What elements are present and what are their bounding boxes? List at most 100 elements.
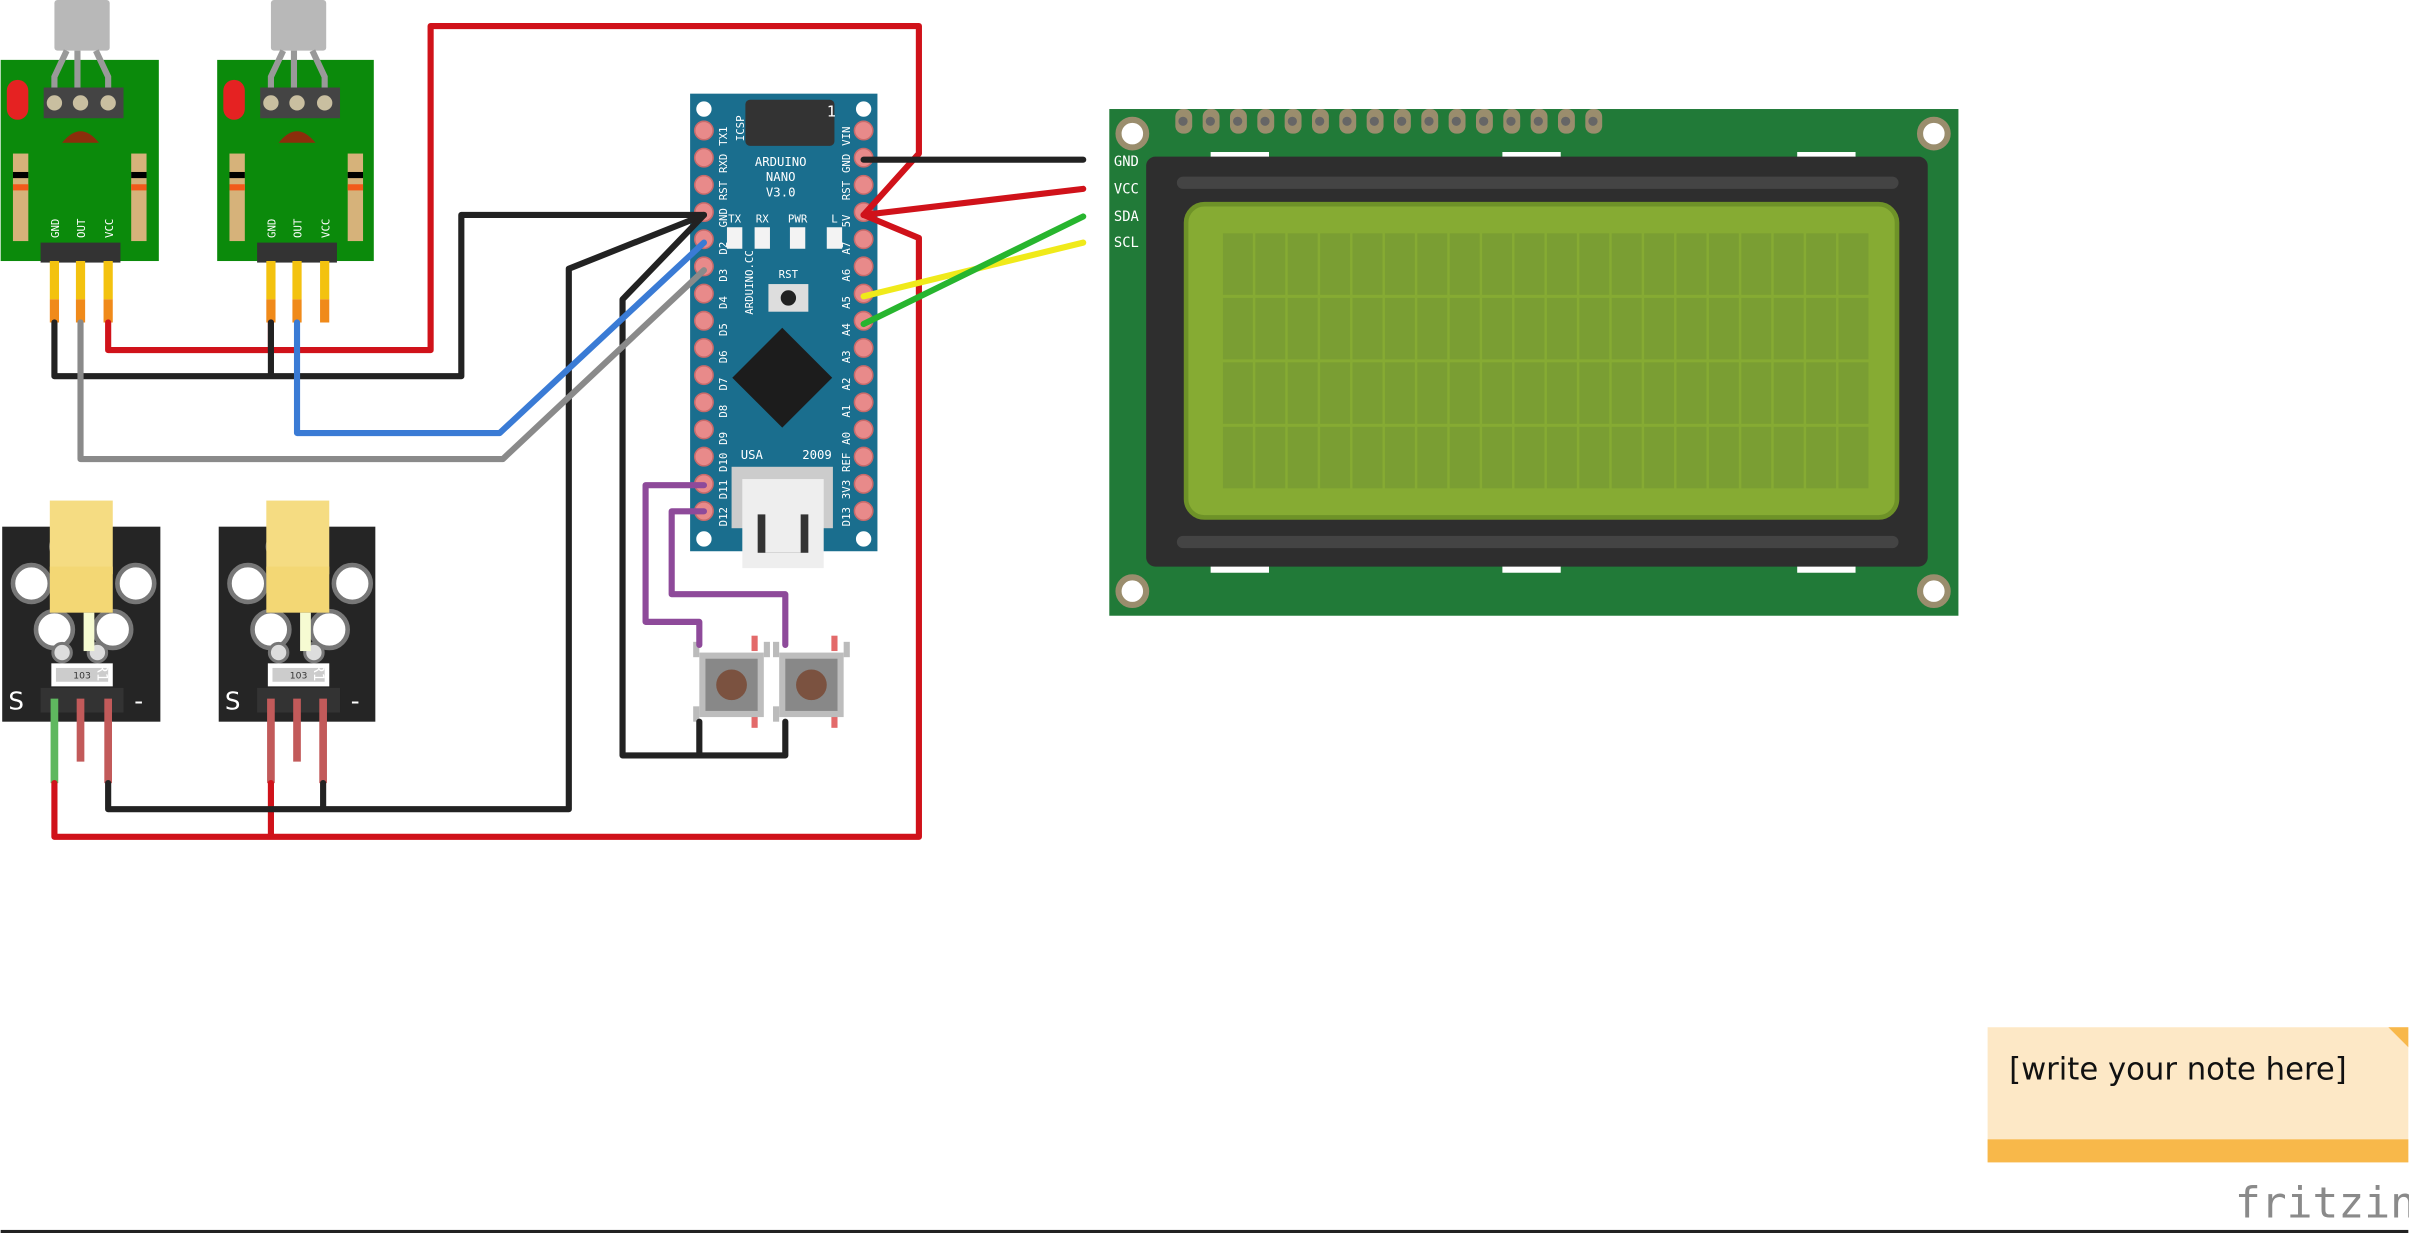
wire-purple-d11[interactable] <box>642 482 708 648</box>
wires[interactable] <box>51 23 1087 840</box>
led-label: L <box>831 213 837 226</box>
lcd-char-cell <box>1644 362 1675 424</box>
lcd-char-cell <box>1741 297 1772 360</box>
lcd-char-cell <box>1255 297 1286 360</box>
pin-a6[interactable] <box>853 256 874 277</box>
lcd-char-cell <box>1708 362 1739 424</box>
resistor-ref: R1 <box>93 663 109 681</box>
lcd-2004-i2c[interactable]: GND VCC SDA SCL <box>1109 109 1959 616</box>
lcd-char-cell <box>1482 297 1513 360</box>
note[interactable]: [write your note here] <box>1987 1027 2409 1163</box>
pin-label: RXD <box>717 154 730 173</box>
lcd-char-cell <box>1514 297 1545 360</box>
pin-d13[interactable] <box>853 501 874 521</box>
laser-module-2[interactable]: 103 R1 S - <box>218 500 376 722</box>
pin-tx1[interactable] <box>693 120 714 141</box>
lcd-char-cell <box>1384 362 1415 424</box>
year-label: 2009 <box>802 448 832 462</box>
temp-sensor-module-2[interactable]: GND OUT VCC <box>217 0 374 263</box>
pin-a3[interactable] <box>853 337 874 358</box>
resistor-ref: R1 <box>310 663 326 681</box>
pin-d10[interactable] <box>693 446 714 467</box>
lcd-char-cell <box>1579 426 1610 489</box>
lcd-char-cell <box>1806 426 1837 489</box>
wire-gray-d3[interactable] <box>77 267 708 463</box>
push-button-1[interactable] <box>693 635 770 728</box>
pin-label: GND <box>266 219 279 238</box>
push-button-2[interactable] <box>773 635 850 728</box>
lcd-char-cell <box>1287 362 1318 424</box>
lcd-char-cell <box>1384 426 1415 489</box>
pin-a2[interactable] <box>853 365 874 386</box>
ground-label: - <box>134 686 143 715</box>
led-label: PWR <box>788 213 808 226</box>
pin-label: A7 <box>840 242 853 255</box>
pin-label: RST <box>717 180 730 200</box>
lcd-char-cell <box>1352 297 1383 360</box>
lcd-char-cell <box>1417 297 1448 360</box>
wire-green-sda[interactable] <box>860 213 1087 328</box>
pin-label: D11 <box>717 480 730 499</box>
lcd-pin-scl: SCL <box>1114 235 1139 251</box>
resistor-code: 103 <box>290 671 308 682</box>
lcd-char-cell <box>1773 297 1804 360</box>
reset-label: RST <box>779 268 799 281</box>
pin-d6[interactable] <box>693 337 714 358</box>
signal-label: S <box>8 686 24 715</box>
lcd-char-cell <box>1579 297 1610 360</box>
wire-red-lcd-vcc[interactable] <box>860 185 1087 219</box>
lcd-char-cell <box>1741 426 1772 489</box>
lcd-char-cell <box>1514 362 1545 424</box>
lcd-char-cell <box>1838 426 1869 489</box>
lcd-char-cell <box>1320 426 1351 489</box>
lcd-char-cell <box>1514 426 1545 489</box>
pin-rxd[interactable] <box>693 147 714 168</box>
wire-black-gnd[interactable] <box>51 211 708 380</box>
lcd-char-cell <box>1482 362 1513 424</box>
lcd-char-cell <box>1741 362 1772 424</box>
pin-label: D13 <box>840 507 853 526</box>
pin-a0[interactable] <box>853 419 874 440</box>
lcd-char-cell <box>1514 233 1545 295</box>
pin-d8[interactable] <box>693 392 714 413</box>
lcd-char-cell <box>1546 362 1577 424</box>
canvas-border <box>0 1229 2409 1233</box>
pin-a1[interactable] <box>853 392 874 413</box>
lcd-char-cell <box>1708 297 1739 360</box>
pin-label: A0 <box>840 432 853 445</box>
lcd-char-cell <box>1449 362 1480 424</box>
lcd-char-cell <box>1579 362 1610 424</box>
pin-label: A3 <box>840 350 853 363</box>
pin-d5[interactable] <box>693 310 714 331</box>
lcd-char-cell <box>1320 233 1351 295</box>
pin-label: D10 <box>717 453 730 472</box>
lcd-char-cell <box>1611 426 1642 489</box>
lcd-char-cell <box>1255 233 1286 295</box>
pin-rst[interactable] <box>853 174 874 195</box>
laser-module-1[interactable]: 103 R1 S - <box>2 500 161 722</box>
pin-ref[interactable] <box>853 446 874 467</box>
pin-label: D8 <box>717 405 730 418</box>
lcd-char-cell <box>1708 426 1739 489</box>
pin-a7[interactable] <box>853 229 874 250</box>
pin-d9[interactable] <box>693 419 714 440</box>
lcd-pin-gnd: GND <box>1114 154 1139 170</box>
note-text[interactable]: [write your note here] <box>2009 1052 2347 1087</box>
pin-d4[interactable] <box>693 283 714 304</box>
pin-3v3[interactable] <box>853 473 874 494</box>
wire-black-button-gnd[interactable] <box>619 211 789 759</box>
lcd-char-cell <box>1255 426 1286 489</box>
pin-vin[interactable] <box>853 120 874 141</box>
pin-d7[interactable] <box>693 365 714 386</box>
wire-black-laser-gnd[interactable] <box>105 211 708 813</box>
led-label: RX <box>756 213 769 226</box>
lcd-char-cell <box>1352 426 1383 489</box>
temp-sensor-module-1[interactable]: GND OUT VCC <box>0 0 159 263</box>
pin-rst[interactable] <box>693 174 714 195</box>
pin-label: D5 <box>717 323 730 336</box>
wire-purple-d12[interactable] <box>668 508 789 648</box>
lcd-char-cell <box>1546 426 1577 489</box>
wire-blue-d2[interactable] <box>293 239 708 437</box>
